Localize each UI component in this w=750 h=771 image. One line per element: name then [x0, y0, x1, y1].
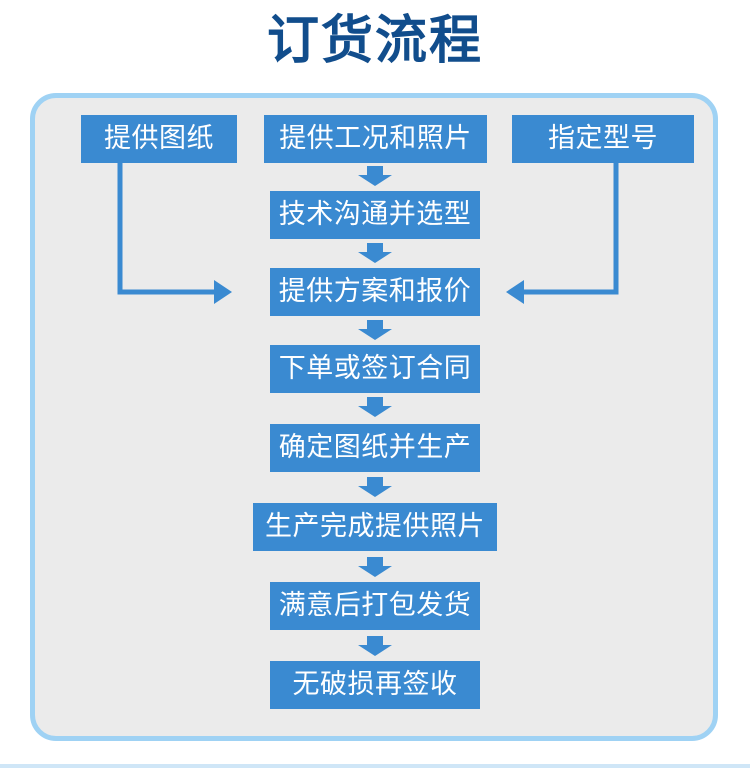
step-box-technical-consult: 技术沟通并选型	[270, 191, 480, 239]
bottom-divider	[0, 764, 750, 768]
down-arrow	[358, 320, 392, 340]
step-box-shipping: 满意后打包发货	[270, 582, 480, 630]
down-arrow	[358, 397, 392, 417]
input-box-drawings: 提供图纸	[81, 115, 237, 163]
down-arrow	[358, 243, 392, 263]
page-title: 订货流程	[266, 11, 483, 71]
down-arrow	[358, 557, 392, 577]
right-connector-line	[520, 163, 619, 295]
right-connector-arrowhead	[506, 280, 524, 304]
input-box-model: 指定型号	[512, 115, 694, 163]
step-box-quote: 提供方案和报价	[270, 268, 480, 316]
left-connector-arrowhead	[214, 280, 232, 304]
step-box-order-contract: 下单或签订合同	[270, 345, 480, 393]
step-box-signoff: 无破损再签收	[270, 661, 480, 709]
input-box-conditions-photos: 提供工况和照片	[264, 115, 487, 163]
down-arrow	[358, 166, 392, 186]
down-arrow	[358, 477, 392, 497]
left-connector-line	[117, 163, 218, 295]
step-box-production: 确定图纸并生产	[270, 424, 480, 472]
step-box-production-photos: 生产完成提供照片	[253, 503, 497, 551]
down-arrow	[358, 636, 392, 656]
